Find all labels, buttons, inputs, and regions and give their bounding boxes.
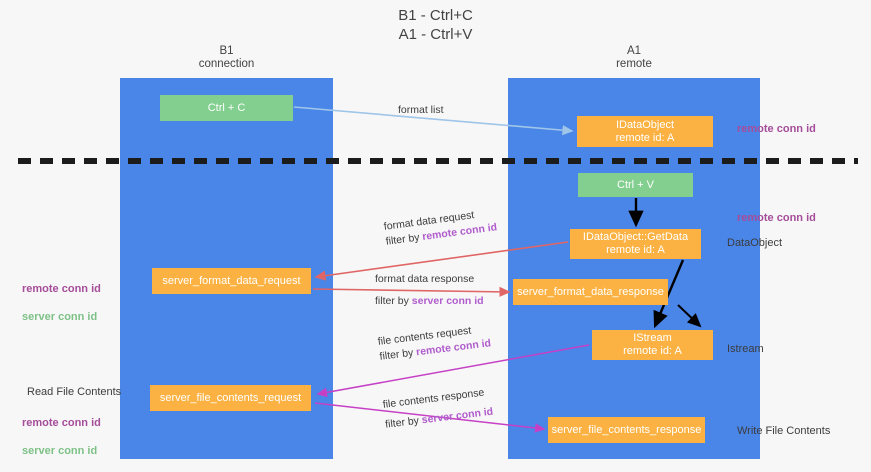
annotation-read-file-contents: Read File Contents xyxy=(27,386,122,398)
box-server-format-data-request[interactable]: server_format_data_request xyxy=(152,268,311,294)
annotation-remote-conn-id-mid: remote conn id xyxy=(737,212,816,224)
edge-label-fdreq-filter-prefix: filter by xyxy=(385,231,424,248)
edge-label-fdres-filter-prefix: filter by xyxy=(375,295,412,307)
box-server-file-contents-response[interactable]: server_file_contents_response xyxy=(548,417,705,443)
box-ctrl-v[interactable]: Ctrl + V xyxy=(578,173,693,197)
annotation-left-remote-conn-id: remote conn id xyxy=(22,283,101,295)
annotation-left-server-conn-id-2: server conn id xyxy=(22,445,98,457)
edge-label-file-contents-response: file contents response filter by server … xyxy=(382,385,494,433)
annotation-left-server-conn-id: server conn id xyxy=(22,311,98,323)
page-title: B1 - Ctrl+C A1 - Ctrl+V xyxy=(398,7,473,43)
edge-label-format-list: format list xyxy=(398,104,444,116)
annotation-write-file-contents: Write File Contents xyxy=(737,425,831,437)
edge-label-format-data-response: format data response filter by server co… xyxy=(375,272,484,309)
annotation-left-conn-ids: remote conn id server conn id xyxy=(22,268,101,338)
box-ctrl-c[interactable]: Ctrl + C xyxy=(160,95,293,121)
edge-label-format-data-response-text: format data response xyxy=(375,273,475,285)
box-idataobject-getdata[interactable]: IDataObject::GetData remote id: A xyxy=(570,229,701,259)
edge-label-fdres-filter-key: server conn id xyxy=(411,295,484,307)
annotation-remote-conn-id-top: remote conn id xyxy=(737,123,816,135)
box-istream[interactable]: IStream remote id: A xyxy=(592,330,713,360)
edge-label-fcreq-filter-prefix: filter by xyxy=(378,346,417,363)
edge-label-file-contents-request: file contents request filter by remote c… xyxy=(377,321,492,364)
annotation-left-conn-ids-2: remote conn id server conn id xyxy=(22,402,101,472)
lane-header-a1: A1 remote xyxy=(616,45,652,70)
annotation-left-remote-conn-id-2: remote conn id xyxy=(22,417,101,429)
annotation-dataobject: DataObject xyxy=(727,237,783,249)
edge-label-fcres-filter-prefix: filter by xyxy=(384,414,423,431)
box-server-format-data-response[interactable]: server_format_data_response xyxy=(513,279,668,305)
box-server-file-contents-request[interactable]: server_file_contents_request xyxy=(150,385,311,411)
box-idataobject[interactable]: IDataObject remote id: A xyxy=(577,116,713,147)
annotation-istream: Istream xyxy=(727,343,764,355)
edge-label-format-data-request: format data request filter by remote con… xyxy=(383,205,498,249)
edge-label-fcres-filter-key: server conn id xyxy=(421,405,494,427)
lane-header-b1: B1 connection xyxy=(198,45,255,70)
